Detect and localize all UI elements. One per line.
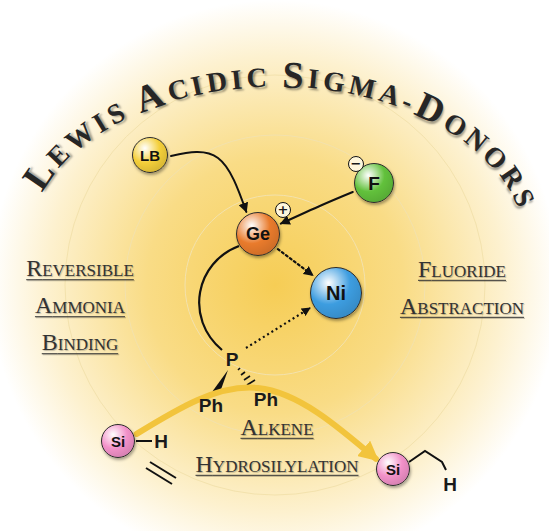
title-letter: I [307,65,321,94]
node-label: Si [111,434,125,449]
title-letter: A [376,78,404,111]
charge-symbol: + [275,202,291,218]
silane-circle: Si [101,424,135,458]
word: ALKENE [196,409,359,446]
title-letter: D [410,85,451,131]
title-letter [121,93,139,121]
dative-bond [246,308,310,348]
group-label: Ph [199,396,223,415]
title-letter: A [130,74,169,119]
word: BINDING [26,325,134,362]
rings [65,75,485,495]
title-letter: R [495,162,530,194]
word: FLUORIDE [400,251,524,288]
word: ABSTRACTION [400,288,524,325]
group-label: Ph [254,390,278,409]
topic-label: FLUORIDE ABSTRACTION [400,251,524,325]
ethylene [146,462,176,484]
atom-label: H [154,432,168,451]
word: HYDROSILYLATION [196,446,359,483]
word: REVERSIBLE [26,250,134,287]
ethyl-chain [409,451,446,470]
title-letter: G [321,66,347,97]
title-letter: L [16,154,62,196]
title-letter: S [507,185,539,211]
title-letter: D [205,67,229,98]
silyl-circle: Si [376,452,410,486]
hash-bond [238,368,255,385]
germanium-circle: Ge [236,212,280,256]
lewis-base-circle: LB [132,137,168,173]
title-letter: W [60,117,99,156]
topic-label: ALKENE HYDROSILYLATION [196,409,359,483]
title-letter: M [346,71,378,104]
title-letter: E [42,139,75,172]
reaction-arrow [137,388,376,459]
title-letter: O [478,140,513,175]
title-letter: N [459,123,492,157]
abstraction-arrow [281,192,353,224]
si-h-bond [136,440,152,442]
title-letter: O [438,107,471,142]
title-letter: I [230,65,244,94]
title-letter: - [398,87,417,116]
nickel-circle: Ni [310,267,362,319]
atom-label: P [226,350,239,369]
title-letter: S [282,56,305,95]
title-letter: C [245,64,267,93]
node-label: F [368,174,380,193]
node-label: LB [140,148,160,163]
word: AMMONIA [26,287,134,324]
title-letter: C [164,74,191,106]
coordination-arrow [171,152,246,212]
node-label: Si [386,462,400,477]
dative-bond-arrow [278,249,313,275]
title-letter: I [189,71,205,101]
charge-symbol: − [348,156,364,172]
title-letter: I [88,108,112,138]
node-label: Ge [246,225,270,243]
topic-label: REVERSIBLE AMMONIA BINDING [26,250,134,362]
ligand-backbone [199,246,239,350]
atom-label: H [443,475,457,494]
title-letter [271,64,278,92]
node-label: Ni [326,283,346,303]
title-letter: S [102,98,129,130]
